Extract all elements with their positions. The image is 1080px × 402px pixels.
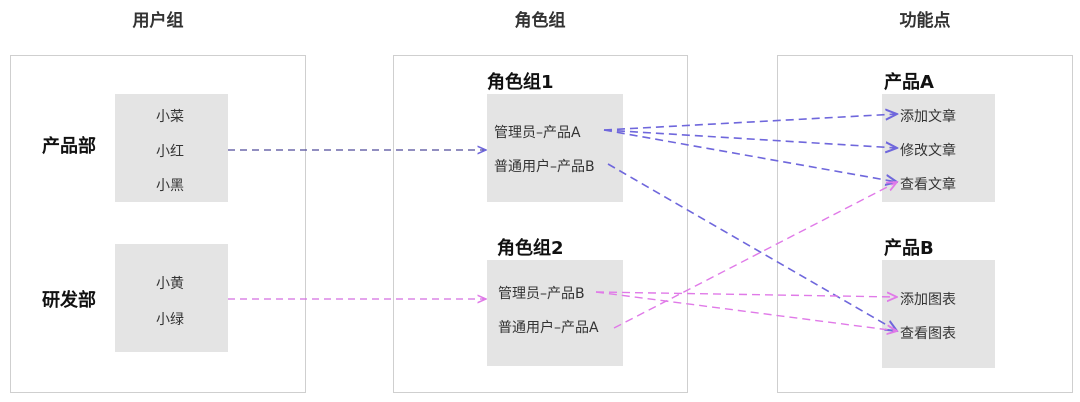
column-title-features: 功能点 xyxy=(899,11,951,31)
feature-item: 添加文章 xyxy=(900,109,956,125)
role-group-2-title: 角色组2 xyxy=(497,238,564,259)
feature-item: 修改文章 xyxy=(900,143,956,159)
role-group-2-box xyxy=(487,260,623,366)
role-group-1-title: 角色组1 xyxy=(487,72,554,93)
role-group-1-box xyxy=(487,94,623,202)
feature-item: 查看图表 xyxy=(900,326,956,342)
member-item: 小红 xyxy=(156,144,184,160)
department-rnd-label: 研发部 xyxy=(42,290,96,311)
rnd-dept-members-box xyxy=(115,244,228,352)
feature-item: 查看文章 xyxy=(900,177,956,193)
column-title-roles: 角色组 xyxy=(514,11,566,31)
role-item: 普通用户–产品B xyxy=(494,159,595,175)
product-dept-members-box xyxy=(115,94,228,202)
role-item: 管理员–产品A xyxy=(494,125,581,141)
role-item: 管理员–产品B xyxy=(498,286,585,302)
member-item: 小黄 xyxy=(156,276,184,292)
feature-item: 添加图表 xyxy=(900,292,956,308)
member-item: 小绿 xyxy=(156,312,184,328)
product-a-features-box xyxy=(882,94,995,202)
product-b-features-box xyxy=(882,260,995,368)
department-product-label: 产品部 xyxy=(42,136,96,157)
member-item: 小黑 xyxy=(156,178,184,194)
member-item: 小菜 xyxy=(156,109,184,125)
column-title-users: 用户组 xyxy=(132,11,184,31)
role-item: 普通用户–产品A xyxy=(498,320,599,336)
product-b-title: 产品B xyxy=(884,238,934,259)
product-a-title: 产品A xyxy=(884,72,934,93)
